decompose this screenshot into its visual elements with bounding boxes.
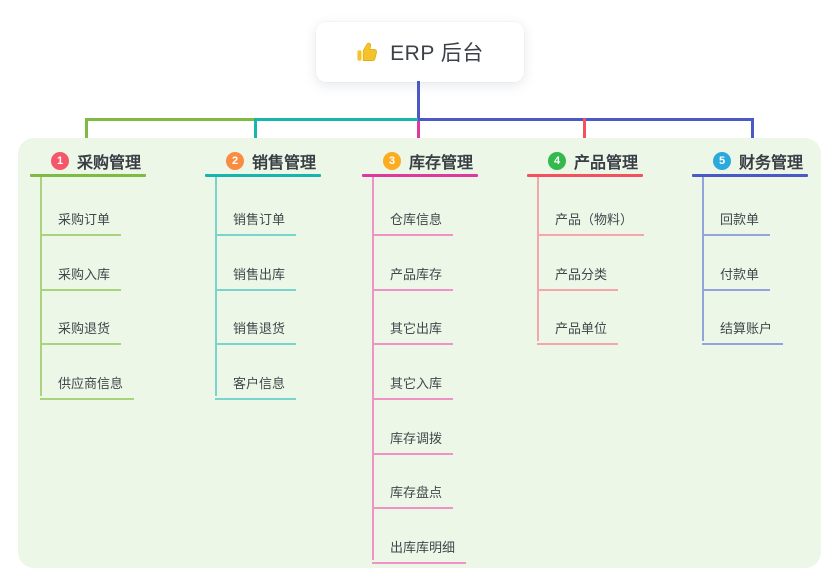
branch-item[interactable]: 销售订单: [215, 209, 297, 236]
drop-line-finance: [751, 118, 754, 150]
branch-item[interactable]: 采购入库: [40, 264, 122, 291]
branch-item[interactable]: 销售退货: [215, 318, 297, 345]
bus-segment-finance: [418, 118, 754, 121]
branch-number-badge: 3: [383, 152, 401, 170]
branch-item[interactable]: 结算账户: [702, 318, 784, 345]
branch-connector-line: [40, 177, 42, 396]
branch-item[interactable]: 供应商信息: [40, 373, 135, 400]
branch-item[interactable]: 销售出库: [215, 264, 297, 291]
branch-sales: 2 销售管理 销售订单 销售出库 销售退货 客户信息: [205, 138, 370, 568]
branch-number-badge: 4: [548, 152, 566, 170]
branch-underline: [692, 174, 808, 177]
branch-inventory: 3 库存管理 仓库信息 产品库存 其它出库 其它入库 库存调拨 库存盘点 出库库…: [362, 138, 527, 568]
branch-number-badge: 5: [713, 152, 731, 170]
branch-item[interactable]: 产品库存: [372, 264, 454, 291]
bus-segment-sales: [254, 118, 418, 121]
branch-title: 库存管理: [409, 155, 474, 172]
branch-underline: [527, 174, 643, 177]
branch-connector-line: [215, 177, 217, 396]
branch-item[interactable]: 采购订单: [40, 209, 122, 236]
branch-number-badge: 2: [226, 152, 244, 170]
branch-item[interactable]: 客户信息: [215, 373, 297, 400]
branch-product: 4 产品管理 产品（物料） 产品分类 产品单位: [527, 138, 692, 568]
thumbs-up-icon: [357, 42, 378, 61]
branch-item[interactable]: 仓库信息: [372, 209, 454, 236]
branch-purchase-header[interactable]: 1 采购管理: [30, 149, 141, 173]
branch-item[interactable]: 产品（物料）: [537, 209, 645, 236]
branch-title: 财务管理: [739, 155, 804, 172]
drop-line-inventory: [417, 121, 420, 150]
branch-purchase: 1 采购管理 采购订单 采购入库 采购退货 供应商信息: [30, 138, 195, 568]
drop-line-purchase: [85, 118, 88, 150]
branch-title: 产品管理: [574, 155, 639, 172]
bus-segment-purchase: [85, 118, 254, 121]
branch-underline: [362, 174, 478, 177]
drop-line-product: [583, 118, 586, 150]
branch-item[interactable]: 采购退货: [40, 318, 122, 345]
branch-item[interactable]: 付款单: [702, 264, 771, 291]
branch-sales-header[interactable]: 2 销售管理: [205, 149, 316, 173]
branch-number-badge: 1: [51, 152, 69, 170]
root-node-title: ERP 后台: [390, 42, 484, 65]
branches-panel: 1 采购管理 采购订单 采购入库 采购退货 供应商信息 2 销售管理 销售订单 …: [18, 138, 821, 568]
branch-underline: [30, 174, 146, 177]
branch-finance: 5 财务管理 回款单 付款单 结算账户: [692, 138, 839, 568]
branch-item[interactable]: 其它入库: [372, 373, 454, 400]
branch-item[interactable]: 库存盘点: [372, 482, 454, 509]
branch-connector-line: [537, 177, 539, 341]
root-stem-line: [417, 81, 420, 119]
branch-item[interactable]: 产品单位: [537, 318, 619, 345]
root-node-erp[interactable]: ERP 后台: [316, 22, 524, 82]
branch-connector-line: [702, 177, 704, 341]
branch-title: 采购管理: [77, 155, 142, 172]
branch-title: 销售管理: [252, 155, 317, 172]
branch-inventory-header[interactable]: 3 库存管理: [362, 149, 473, 173]
branch-product-header[interactable]: 4 产品管理: [527, 149, 638, 173]
branch-finance-header[interactable]: 5 财务管理: [692, 149, 803, 173]
branch-connector-line: [372, 177, 374, 560]
branch-item[interactable]: 出库库明细: [372, 537, 467, 564]
branch-item[interactable]: 产品分类: [537, 264, 619, 291]
branch-item[interactable]: 其它出库: [372, 318, 454, 345]
branch-item[interactable]: 库存调拨: [372, 428, 454, 455]
branch-item[interactable]: 回款单: [702, 209, 771, 236]
drop-line-sales: [254, 118, 257, 150]
branch-underline: [205, 174, 321, 177]
